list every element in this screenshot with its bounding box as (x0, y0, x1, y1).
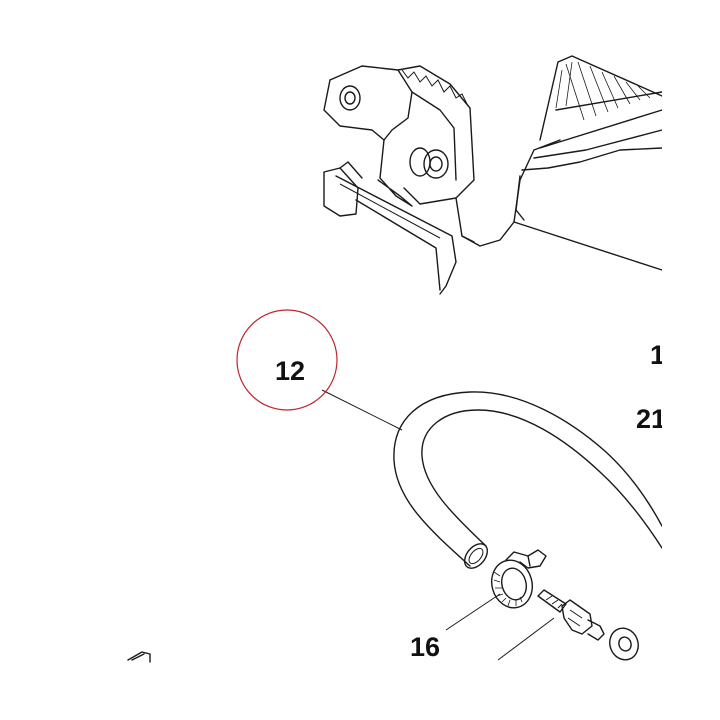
part-number-21-partial: 21 (636, 404, 666, 434)
part-number-16: 16 (410, 632, 440, 662)
washer (609, 627, 639, 661)
highlight-circle (236, 309, 338, 411)
leader-lines (321, 389, 555, 661)
upper-frame-assembly (513, 55, 663, 271)
right-edge-mask (662, 0, 720, 720)
bolt-fragment (127, 651, 151, 663)
part-number-1-partial: 1 (650, 340, 665, 370)
fitting (537, 589, 605, 641)
part-number-12: 12 (275, 356, 305, 386)
hose-clamp-part-16 (491, 549, 547, 609)
upper-bracket-assembly (323, 65, 561, 295)
hose-part-12 (393, 391, 663, 569)
